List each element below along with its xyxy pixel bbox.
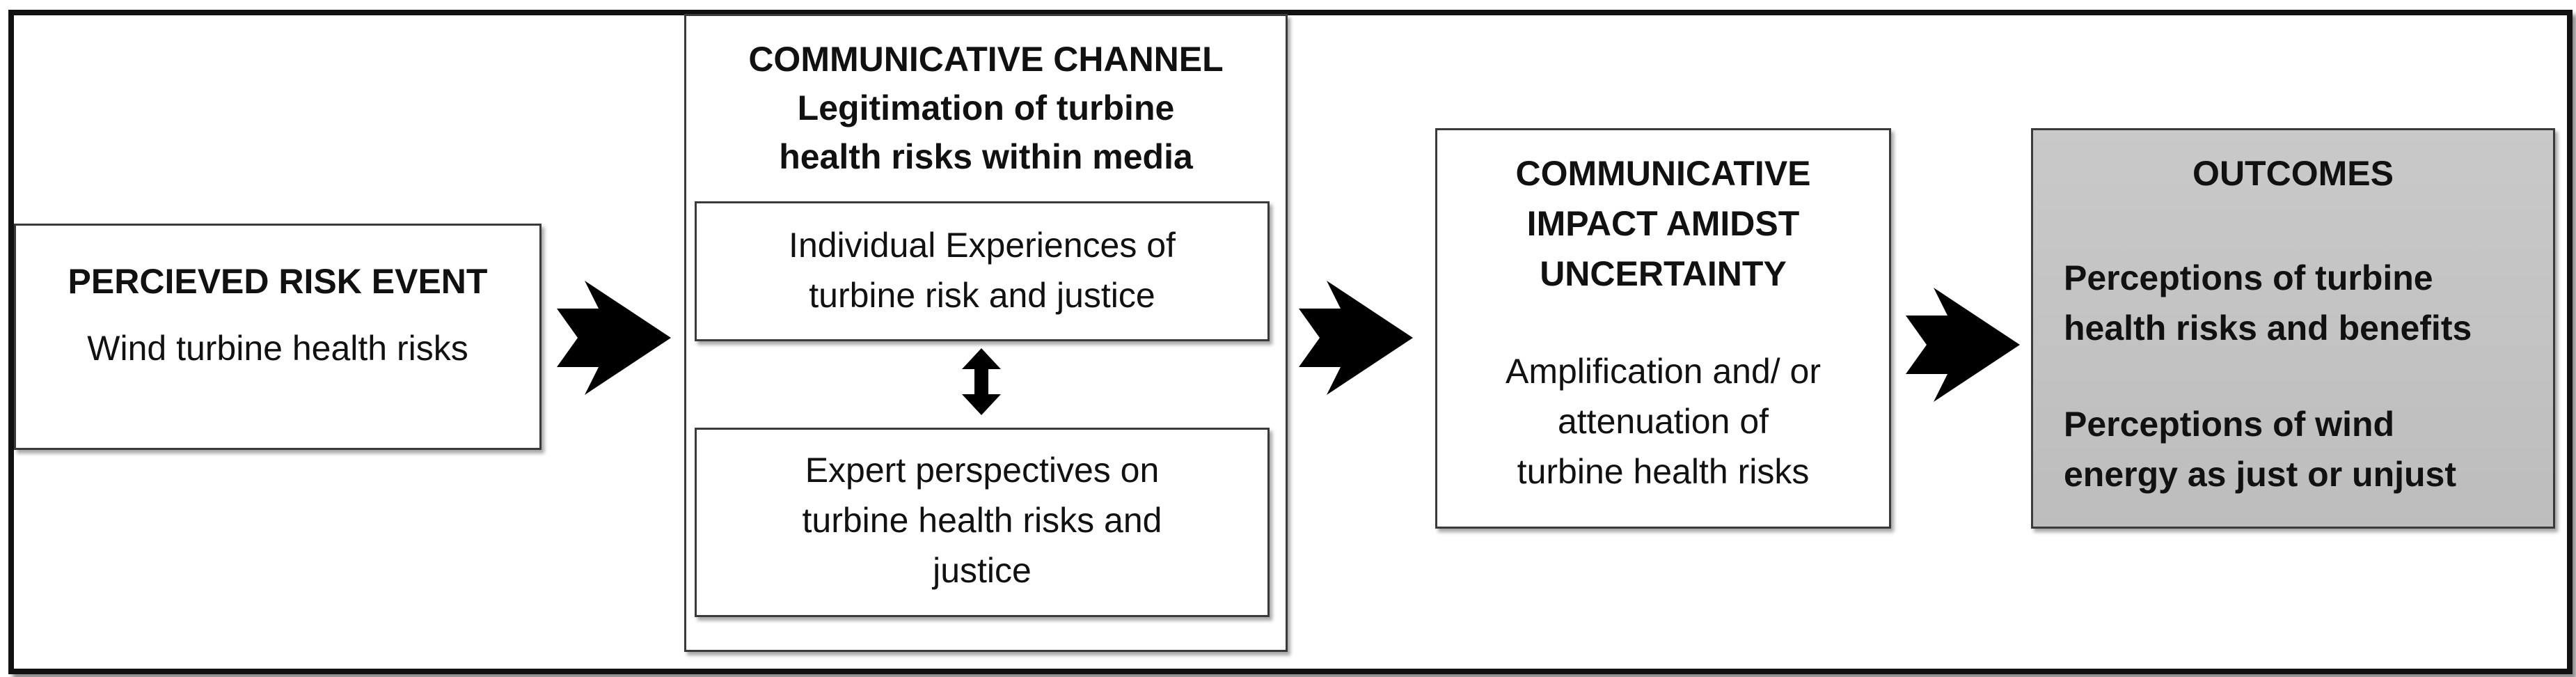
- expert-perspectives-line3: justice: [933, 551, 1032, 590]
- right-arrow-icon: [1906, 288, 2020, 402]
- communicative-channel-title: COMMUNICATIVE CHANNEL: [748, 40, 1224, 79]
- double-arrow-icon: [962, 348, 1001, 415]
- communicative-channel-subtitle-line1: Legitimation of turbine: [797, 88, 1175, 127]
- communicative-impact-box: COMMUNICATIVE IMPACT AMIDST UNCERTAINTY …: [1435, 128, 1891, 529]
- communicative-impact-title-line2: IMPACT AMIDST: [1526, 204, 1800, 243]
- right-arrow-icon: [557, 281, 671, 395]
- communicative-impact-text-line3: turbine health risks: [1517, 452, 1810, 491]
- perceived-risk-event-text: Wind turbine health risks: [87, 329, 468, 368]
- expert-perspectives-line2: turbine health risks and: [802, 501, 1162, 540]
- perceived-risk-event-title: PERCIEVED RISK EVENT: [68, 262, 488, 301]
- communicative-impact-text-line2: attenuation of: [1557, 402, 1769, 441]
- communicative-impact-title-line3: UNCERTAINTY: [1540, 254, 1787, 293]
- outcomes-item1-line1: Perceptions of turbine: [2064, 258, 2433, 297]
- outcomes-item2-line1: Perceptions of wind: [2064, 405, 2395, 444]
- outcomes-box: OUTCOMES Perceptions of turbine health r…: [2031, 128, 2555, 529]
- right-arrow-icon: [1299, 281, 1413, 395]
- communicative-impact-text-line1: Amplification and/ or: [1505, 352, 1821, 391]
- individual-experiences-line2: turbine risk and justice: [809, 276, 1155, 315]
- expert-perspectives-line1: Expert perspectives on: [805, 451, 1160, 490]
- outcomes-title: OUTCOMES: [2192, 154, 2394, 193]
- perceived-risk-event-box: PERCIEVED RISK EVENT Wind turbine health…: [14, 224, 542, 450]
- expert-perspectives-box: Expert perspectives on turbine health ri…: [695, 428, 1270, 617]
- individual-experiences-box: Individual Experiences of turbine risk a…: [695, 201, 1270, 341]
- outcomes-item2-line2: energy as just or unjust: [2064, 455, 2457, 494]
- outcomes-item1-line2: health risks and benefits: [2064, 309, 2472, 348]
- communicative-impact-title-line1: COMMUNICATIVE: [1515, 154, 1811, 193]
- communicative-channel-subtitle-line2: health risks within media: [779, 137, 1193, 176]
- individual-experiences-line1: Individual Experiences of: [789, 226, 1176, 265]
